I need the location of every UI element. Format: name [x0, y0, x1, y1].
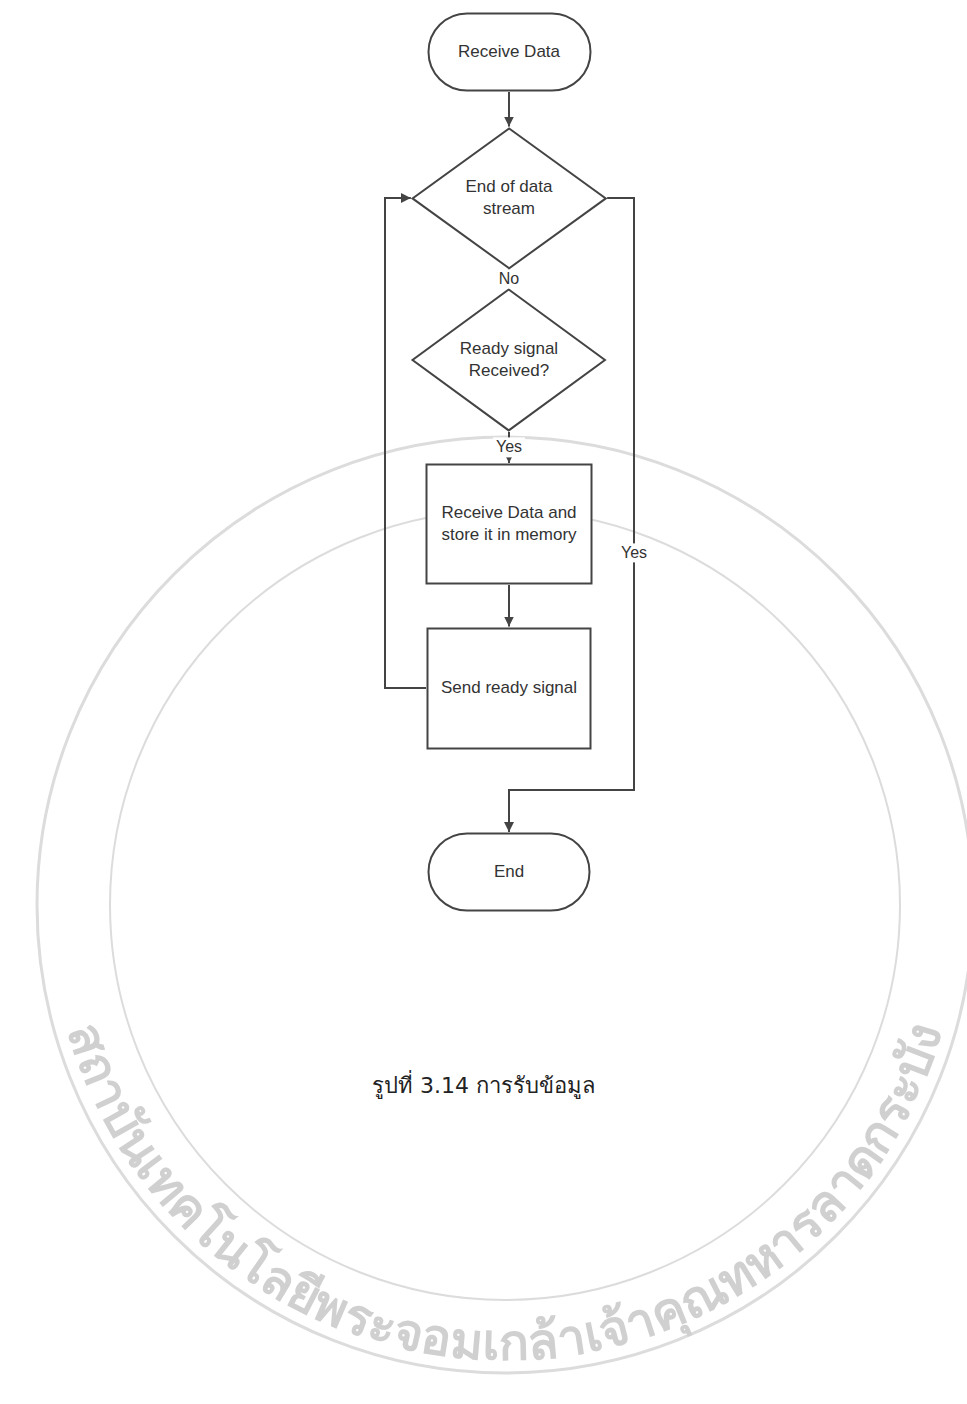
seal-ring [37, 437, 967, 1373]
text-wrap: Receive Data and store it in memory [425, 463, 593, 585]
diamond-outline [413, 290, 605, 431]
decision-diamond: End of data stream [411, 127, 607, 270]
flow-arrow [508, 585, 510, 627]
node-label: End of data stream [453, 176, 565, 220]
node-label: Receive Data [458, 41, 560, 63]
process-box: Send ready signal [426, 627, 592, 750]
terminator-start: Receive Data [427, 12, 592, 92]
node-outline [411, 127, 607, 270]
edge-label: Yes [618, 543, 650, 562]
text-wrap: Ready signal Received? [411, 288, 606, 432]
terminator-outline [429, 834, 590, 911]
node-label: End [494, 861, 524, 883]
text-wrap: Receive Data [427, 12, 592, 92]
decision-diamond: Ready signal Received? [411, 288, 606, 432]
box-outline [428, 628, 591, 748]
box-outline [427, 465, 592, 584]
watermark-text: สถาบันเทคโนโลยีพระจอมเกล้าเจ้าคุณทหารลาด… [56, 1016, 954, 1372]
text-wrap: End [427, 832, 591, 912]
edge-label: No [496, 269, 522, 288]
node-label: Receive Data and store it in memory [433, 502, 585, 546]
flow-arrow [385, 198, 426, 688]
flow-arrow [508, 92, 510, 127]
process-box: Receive Data and store it in memory [425, 463, 593, 585]
node-label: Send ready signal [441, 677, 577, 699]
node-outline [411, 288, 606, 432]
diamond-outline [412, 128, 605, 268]
node-outline [425, 463, 593, 585]
node-label: Ready signal Received? [453, 338, 565, 382]
seal-ring [110, 510, 900, 1300]
terminator-outline [428, 14, 590, 91]
text-wrap: Send ready signal [426, 627, 592, 750]
edge-label: Yes [493, 438, 525, 457]
terminator-end: End [427, 832, 591, 912]
figure-caption: รูปที่ 3.14 การรับข้อมูล [0, 1068, 967, 1103]
text-wrap: End of data stream [411, 127, 607, 270]
